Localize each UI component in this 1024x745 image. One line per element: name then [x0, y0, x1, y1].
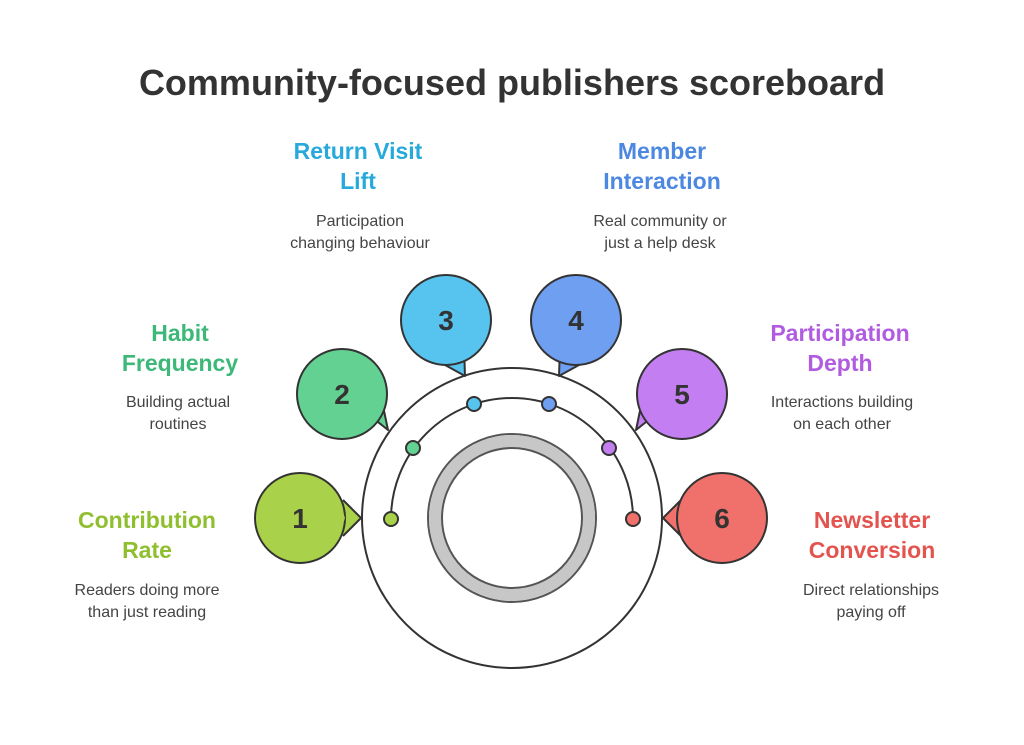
- item-title-3: Return Visit Lift: [293, 138, 423, 194]
- dot-3: [466, 396, 482, 412]
- middle-arc: [390, 397, 634, 520]
- bubble-number-1: 1: [292, 503, 308, 534]
- bubble-number-4: 4: [568, 305, 584, 336]
- outer-ring: [361, 367, 663, 669]
- dot-6: [625, 511, 641, 527]
- page-title: Community-focused publishers scoreboard: [138, 62, 886, 103]
- dot-5: [601, 440, 617, 456]
- item-description-4: Real community or just a help desk: [593, 213, 727, 252]
- item-title-2: Habit Frequency: [121, 320, 239, 376]
- dot-2: [405, 440, 421, 456]
- bubble-2[interactable]: 2: [296, 348, 389, 440]
- bubble-number-6: 6: [714, 503, 730, 534]
- item-description-2: Building actual routines: [125, 394, 231, 433]
- item-title-1: Contribution Rate: [78, 507, 216, 563]
- item-description-3: Participation changing behaviour: [290, 213, 430, 252]
- center-ring-inner: [441, 447, 583, 589]
- item-title-4: Member Interaction: [603, 138, 721, 194]
- bubble-1[interactable]: 1: [254, 472, 362, 564]
- item-description-1: Readers doing more than just reading: [74, 582, 220, 621]
- item-description-6: Direct relationships paying off: [802, 582, 940, 621]
- dot-1: [383, 511, 399, 527]
- center-ring: [427, 433, 597, 603]
- bubble-6[interactable]: 6: [662, 472, 768, 564]
- center-ring-fill: [429, 435, 595, 601]
- bubble-number-2: 2: [334, 379, 350, 410]
- bubble-5[interactable]: 5: [635, 348, 728, 440]
- bubble-3[interactable]: 3: [400, 274, 492, 377]
- bubble-4[interactable]: 4: [530, 274, 622, 377]
- item-title-6: Newsletter Conversion: [808, 507, 936, 563]
- item-title-5: Participation Depth: [770, 320, 910, 376]
- bubble-number-3: 3: [438, 305, 454, 336]
- bubble-number-5: 5: [674, 379, 690, 410]
- item-description-5: Interactions building on each other: [770, 394, 914, 433]
- dot-4: [541, 396, 557, 412]
